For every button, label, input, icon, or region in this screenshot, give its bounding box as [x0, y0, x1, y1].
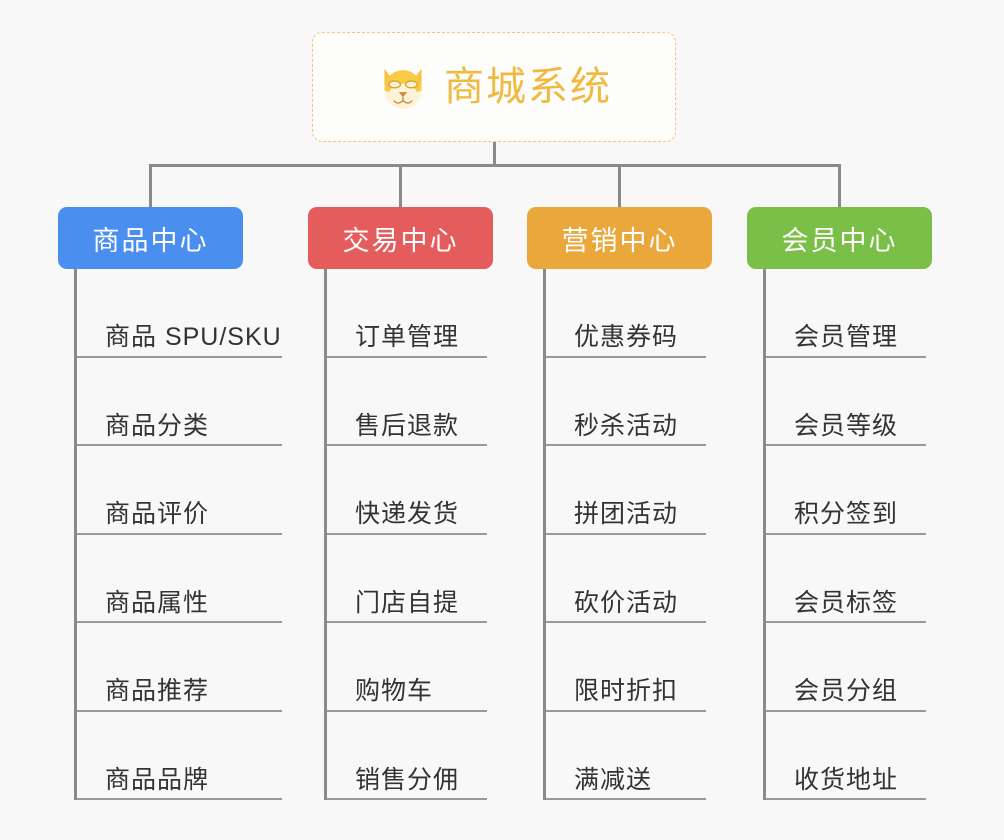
category-header-trade-center[interactable]: 交易中心: [308, 207, 493, 269]
list-item[interactable]: 销售分佣: [327, 712, 487, 800]
list-item-label: 销售分佣: [355, 765, 460, 794]
branch-trade-center: 交易中心 订单管理 售后退款 快递发货 门店自提 购物车 销售分佣: [308, 207, 548, 800]
connector-drop-member-center: [838, 164, 841, 208]
list-item[interactable]: 商品 SPU/SKU: [77, 269, 282, 358]
list-item[interactable]: 秒杀活动: [546, 358, 706, 446]
list-item[interactable]: 商品分类: [77, 358, 282, 446]
connector-drop-marketing-center: [618, 164, 621, 208]
list-item-label: 秒杀活动: [574, 411, 679, 440]
list-item[interactable]: 会员等级: [766, 358, 926, 446]
root-node-label: 商城系统: [444, 65, 612, 109]
list-item-label: 会员等级: [794, 411, 899, 440]
list-item[interactable]: 满减送: [546, 712, 706, 800]
list-item-label: 商品品牌: [105, 765, 210, 794]
list-item[interactable]: 购物车: [327, 623, 487, 712]
list-item[interactable]: 收货地址: [766, 712, 926, 800]
list-item-label: 商品评价: [105, 500, 210, 528]
list-item-label: 订单管理: [355, 323, 460, 351]
connector-horizontal-bus: [150, 164, 840, 167]
list-item-label: 商品 SPU/SKU: [105, 323, 282, 351]
list-item[interactable]: 会员管理: [766, 269, 926, 358]
list-item[interactable]: 商品属性: [77, 535, 282, 623]
category-header-label: 营销中心: [561, 225, 678, 256]
list-item-label: 购物车: [355, 677, 434, 705]
list-item-label: 快递发货: [355, 500, 460, 528]
list-item[interactable]: 积分签到: [766, 446, 926, 535]
list-item-label: 限时折扣: [574, 677, 679, 705]
leaf-list-member-center: 会员管理 会员等级 积分签到 会员标签 会员分组 收货地址: [763, 269, 926, 800]
list-item[interactable]: 订单管理: [327, 269, 487, 358]
list-item-label: 拼团活动: [574, 500, 679, 528]
list-item[interactable]: 限时折扣: [546, 623, 706, 712]
list-item-label: 会员分组: [794, 677, 899, 705]
branch-member-center: 会员中心 会员管理 会员等级 积分签到 会员标签 会员分组 收货地址: [747, 207, 987, 800]
leaf-list-product-center: 商品 SPU/SKU 商品分类 商品评价 商品属性 商品推荐 商品品牌: [74, 269, 282, 800]
branch-product-center: 商品中心 商品 SPU/SKU 商品分类 商品评价 商品属性 商品推荐 商品品牌: [58, 207, 298, 800]
list-item-label: 满减送: [574, 765, 653, 794]
list-item-label: 门店自提: [355, 588, 460, 617]
list-item[interactable]: 门店自提: [327, 535, 487, 623]
category-header-product-center[interactable]: 商品中心: [58, 207, 243, 269]
list-item-label: 会员管理: [794, 323, 899, 351]
category-header-label: 会员中心: [781, 225, 898, 256]
list-item[interactable]: 售后退款: [327, 358, 487, 446]
list-item-label: 商品分类: [105, 411, 210, 440]
list-item-label: 收货地址: [794, 765, 899, 794]
connector-root-stem: [493, 142, 496, 166]
root-node-mall-system[interactable]: 商城系统: [312, 32, 676, 142]
category-header-label: 商品中心: [92, 225, 209, 256]
list-item[interactable]: 会员分组: [766, 623, 926, 712]
list-item-label: 商品推荐: [105, 677, 210, 705]
leaf-list-marketing-center: 优惠券码 秒杀活动 拼团活动 砍价活动 限时折扣 满减送: [543, 269, 706, 800]
category-header-marketing-center[interactable]: 营销中心: [527, 207, 712, 269]
list-item-label: 优惠券码: [574, 323, 679, 351]
connector-drop-product-center: [149, 164, 152, 208]
list-item[interactable]: 拼团活动: [546, 446, 706, 535]
list-item-label: 售后退款: [355, 411, 460, 440]
list-item[interactable]: 快递发货: [327, 446, 487, 535]
list-item[interactable]: 商品推荐: [77, 623, 282, 712]
category-header-label: 交易中心: [342, 225, 459, 256]
list-item[interactable]: 优惠券码: [546, 269, 706, 358]
list-item[interactable]: 砍价活动: [546, 535, 706, 623]
list-item[interactable]: 商品评价: [77, 446, 282, 535]
list-item-label: 砍价活动: [574, 588, 679, 617]
list-item-label: 积分签到: [794, 500, 899, 528]
leaf-list-trade-center: 订单管理 售后退款 快递发货 门店自提 购物车 销售分佣: [324, 269, 487, 800]
list-item-label: 商品属性: [105, 588, 210, 617]
list-item[interactable]: 商品品牌: [77, 712, 282, 800]
list-item-label: 会员标签: [794, 588, 899, 617]
branch-marketing-center: 营销中心 优惠券码 秒杀活动 拼团活动 砍价活动 限时折扣 满减送: [527, 207, 767, 800]
connector-drop-trade-center: [399, 164, 402, 208]
category-header-member-center[interactable]: 会员中心: [747, 207, 932, 269]
shiba-dog-face-icon: [384, 68, 422, 109]
list-item[interactable]: 会员标签: [766, 535, 926, 623]
